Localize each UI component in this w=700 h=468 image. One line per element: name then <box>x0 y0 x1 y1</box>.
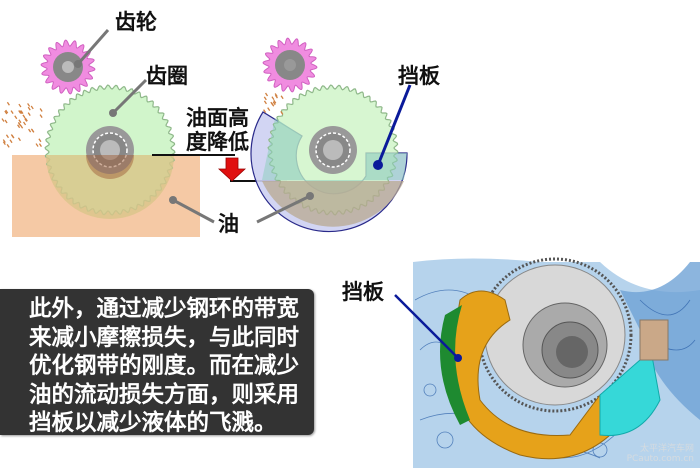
oil-droplet <box>264 92 269 97</box>
caption-line: 挡板以减少液体的飞溅。 <box>29 410 277 436</box>
hub-submerged <box>86 155 134 179</box>
oil-droplet <box>5 134 9 139</box>
oil-droplet <box>18 103 22 108</box>
oil-droplet <box>17 137 21 142</box>
caption-line: 来减小摩擦损失，与此同时 <box>29 324 300 351</box>
oil-droplet <box>263 100 267 105</box>
oil-droplet <box>4 119 8 124</box>
ring-shaft <box>323 140 343 160</box>
oil-droplet <box>24 118 28 122</box>
pointer-gear <box>76 29 110 65</box>
oil-droplet <box>38 138 42 143</box>
oil-droplet <box>4 110 8 115</box>
oil-droplet <box>39 114 43 118</box>
oil-droplet <box>272 101 276 106</box>
oil-droplet <box>267 107 271 111</box>
oil-droplet <box>27 103 31 107</box>
pointer-dot <box>454 354 462 362</box>
pointer-oil-right <box>256 194 311 224</box>
label-oil-level-2: 度降低 <box>186 130 249 154</box>
watermark-line: PCauto.com.cn <box>626 454 694 464</box>
oil-droplet <box>22 121 27 126</box>
oil-droplet <box>10 134 14 138</box>
oil-droplet <box>38 143 42 148</box>
oil-droplet <box>27 106 31 111</box>
oil-droplet <box>28 128 32 133</box>
oil-droplet <box>20 124 24 129</box>
pointer-oil-left <box>172 198 215 224</box>
pointer-dot <box>373 160 383 170</box>
oil-droplet <box>9 139 13 144</box>
oil-droplet <box>274 94 278 99</box>
oil-droplet <box>10 110 14 115</box>
pinion-shaft <box>62 61 74 73</box>
oil-droplet <box>35 143 39 147</box>
oil-droplet <box>270 101 274 106</box>
pointer-dot <box>306 192 314 200</box>
oil-droplet <box>280 111 284 115</box>
label-baffle: 挡板 <box>398 64 440 88</box>
pointer-baffle <box>376 84 412 166</box>
oil-droplet <box>24 117 28 122</box>
oil-droplet <box>14 115 18 120</box>
oil-right <box>262 181 404 227</box>
oil-droplet <box>30 128 34 133</box>
caption-box: 此外，通过减少钢环的带宽 来减小摩擦损失，与此同时 优化钢带的刚度。而在减少 油… <box>0 289 314 438</box>
oil-droplet <box>280 95 284 100</box>
oil-droplet <box>39 108 43 112</box>
oil-droplet <box>2 141 6 146</box>
label-gear: 齿轮 <box>115 10 157 34</box>
oil-droplet <box>273 99 277 104</box>
label-baffle-photo: 挡板 <box>342 280 384 304</box>
pointer-ring <box>111 78 148 115</box>
watermark-line: 太平洋汽车网 <box>639 444 694 454</box>
baffle-inner <box>262 118 407 194</box>
oil-droplet <box>263 96 267 101</box>
oil-droplet <box>22 114 26 119</box>
label-oil: 油 <box>218 212 239 236</box>
oil-droplet <box>263 109 267 113</box>
pointer-baffle-photo <box>394 294 459 359</box>
oil-droplet <box>18 110 22 114</box>
oil-droplet <box>5 109 9 114</box>
baffle-render-image <box>413 257 700 468</box>
oil-droplet <box>1 118 5 122</box>
oil-droplet <box>17 121 21 126</box>
label-oil-level-1: 油面高 <box>186 106 249 130</box>
watermark: 太平洋汽车网 PCauto.com.cn <box>627 444 694 464</box>
caption-text: 此外，通过减少钢环的带宽 来减小摩擦损失，与此同时 优化钢带的刚度。而在减少 油… <box>29 295 299 438</box>
caption-line: 油的流动损失方面，则采用 <box>29 381 300 408</box>
label-ring-gear: 齿圈 <box>146 64 188 88</box>
oil-droplet <box>18 119 22 124</box>
oil-droplet <box>2 139 6 143</box>
oil-splash <box>1 101 43 148</box>
caption-line: 此外，通过减少钢环的带宽 <box>29 296 300 322</box>
ring-gear-submerged <box>46 155 174 219</box>
oil-droplet <box>27 112 31 116</box>
oil-droplet <box>20 110 24 114</box>
oil-droplet <box>30 105 34 110</box>
oil-droplet <box>274 93 278 97</box>
oil-droplet <box>6 101 10 106</box>
caption-line: 优化钢带的刚度。而在减少 <box>29 353 300 379</box>
pinion-shaft <box>284 59 296 71</box>
pointer-dot <box>109 109 117 117</box>
oil-splash <box>263 92 284 115</box>
oil-droplet <box>6 143 10 148</box>
oil-droplet <box>271 96 275 101</box>
pointer-dot <box>74 60 82 68</box>
down-arrow-icon <box>217 157 247 182</box>
oil-droplet <box>19 110 23 114</box>
pointer-dot <box>169 196 177 204</box>
oil-droplet <box>17 124 21 129</box>
